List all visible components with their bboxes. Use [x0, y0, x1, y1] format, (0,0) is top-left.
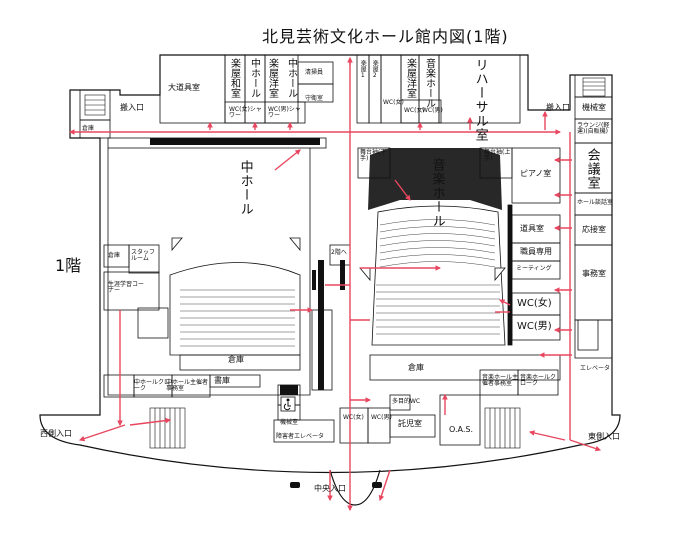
music-organizer-office: 音楽ホール主催者事務室 [482, 374, 519, 388]
library: 書庫 [214, 376, 230, 385]
map-title: 北見芸術文化ホール館内図(1階) [262, 27, 509, 46]
prop-storage: 大道具室 [168, 83, 200, 92]
stage-right: 舞台袖(上手) [484, 149, 511, 163]
piano-room: ピアノ室 [520, 169, 552, 178]
storage-upper-left: 倉庫 [82, 125, 95, 132]
machine-room-lower: 機械室 [280, 419, 299, 426]
nursery: 託児室 [398, 419, 422, 428]
meeting-room: ミーティング [516, 265, 552, 272]
wc-female: WC(女) [517, 298, 552, 309]
guard-room: 守衛室 [305, 95, 324, 102]
mid-green-room-jp: 楽屋和室 [228, 58, 240, 98]
machine-room-upper: 機械室 [582, 103, 606, 112]
walls [79, 54, 613, 446]
mid-hall: 中ホール [237, 160, 253, 216]
music-wc-female: WC(女) [404, 107, 425, 114]
mid-hall-upper-2: 中ホール [285, 58, 297, 98]
storage-mid: 倉庫 [228, 355, 244, 364]
green-room-1: 楽屋1 [359, 60, 367, 79]
lounge: ラウンジ(軽運)(自販機) [577, 122, 610, 136]
music-wc-male: WC(男) [422, 107, 443, 114]
building-outline [39, 54, 621, 506]
staff-only: 職員専用 [520, 247, 552, 256]
multi-wc: 多目的WC [392, 398, 421, 405]
music-cloak: 音楽ホールクローク [520, 374, 557, 388]
routes [68, 56, 602, 512]
music-hall-upper: 音楽ホール [423, 58, 435, 108]
mid-organizer-office: 中ホール主催者事務室 [166, 379, 209, 393]
conference-room: 会議室 [584, 148, 600, 190]
carry-in-right: 搬入口 [546, 103, 570, 112]
storage-music: 倉庫 [408, 363, 424, 372]
mid-hall-upper-1: 中ホール [248, 58, 260, 98]
reception-room: 応接室 [582, 225, 606, 234]
elevator: エレベータ [580, 365, 611, 372]
seating-rows [180, 219, 500, 347]
mid-cloak: 中ホールクローク [134, 379, 171, 393]
phone-icons [290, 482, 382, 488]
wheelchair-icon [280, 385, 298, 412]
music-hall: 音楽ホール [429, 158, 445, 228]
central-entrance: 中央入口 [314, 484, 346, 493]
oas-room: O.A.S. [449, 425, 474, 434]
lifelong-learning: 生涯学習コーナー [108, 281, 145, 295]
wc-male: WC(男) [517, 321, 552, 332]
mid-green-room-west: 楽屋洋室 [266, 58, 278, 98]
thick-walls [150, 138, 502, 390]
wc-female-lower: WC(女) [343, 414, 364, 421]
wc-male-lower: WC(男) [371, 414, 392, 421]
office: 事務室 [582, 269, 606, 278]
music-hall-interior [371, 204, 513, 346]
tool-room: 道具室 [520, 224, 544, 233]
stairs-to-2f: 2階へ [331, 249, 347, 256]
storage-small: 倉庫 [108, 252, 121, 259]
wc-male-shower: WC(男)シャワー [268, 106, 301, 120]
stage-left: 舞台袖(下手) [360, 149, 387, 163]
rehearsal-room: リハーサル室 [472, 58, 488, 142]
hall-meeting-room: ホール談話室 [577, 199, 614, 206]
floor-label: 1階 [55, 256, 82, 275]
staff-wc: WC(女) [383, 99, 404, 106]
wc-female-shower: WC(女)シャワー [229, 106, 262, 120]
disabled-elevator: 障害者エレベータ [276, 433, 325, 440]
green-room-2: 楽屋2 [371, 60, 379, 79]
carry-in-left: 搬入口 [120, 103, 144, 112]
stairs [84, 77, 606, 449]
stage-triangles [171, 237, 506, 282]
east-entrance: 東側入口 [588, 432, 620, 441]
west-entrance: 西側入口 [40, 429, 72, 438]
cleaning-room: 清掃員 [305, 69, 324, 76]
staff-room: スタッフルーム [131, 249, 156, 263]
music-green-room: 楽屋洋室 [404, 58, 416, 98]
